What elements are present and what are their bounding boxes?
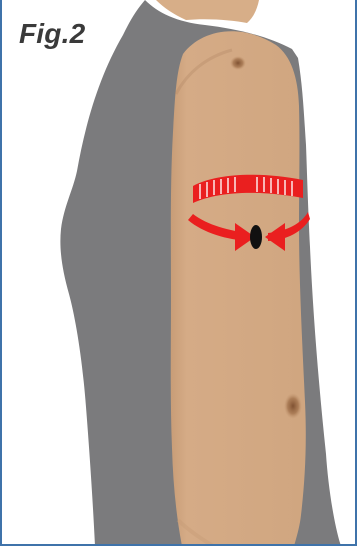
measurement-point-icon bbox=[250, 225, 262, 249]
skin-mark-elbow bbox=[284, 393, 302, 419]
figure-label: Fig.2 bbox=[19, 20, 85, 48]
upper-arm bbox=[171, 31, 306, 546]
skin-mark-shoulder bbox=[230, 56, 246, 70]
